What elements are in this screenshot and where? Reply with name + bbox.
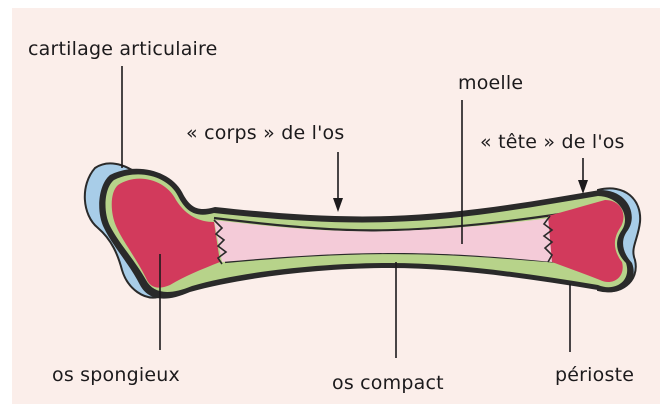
label-tete-de-los: « tête » de l'os	[480, 133, 625, 152]
label-cartilage-articulaire: cartilage articulaire	[28, 40, 218, 59]
label-os-compact: os compact	[332, 374, 444, 393]
label-perioste: périoste	[555, 366, 634, 385]
label-moelle: moelle	[458, 74, 523, 93]
label-os-spongieux: os spongieux	[52, 366, 180, 385]
label-corps-de-los: « corps » de l'os	[186, 124, 344, 143]
